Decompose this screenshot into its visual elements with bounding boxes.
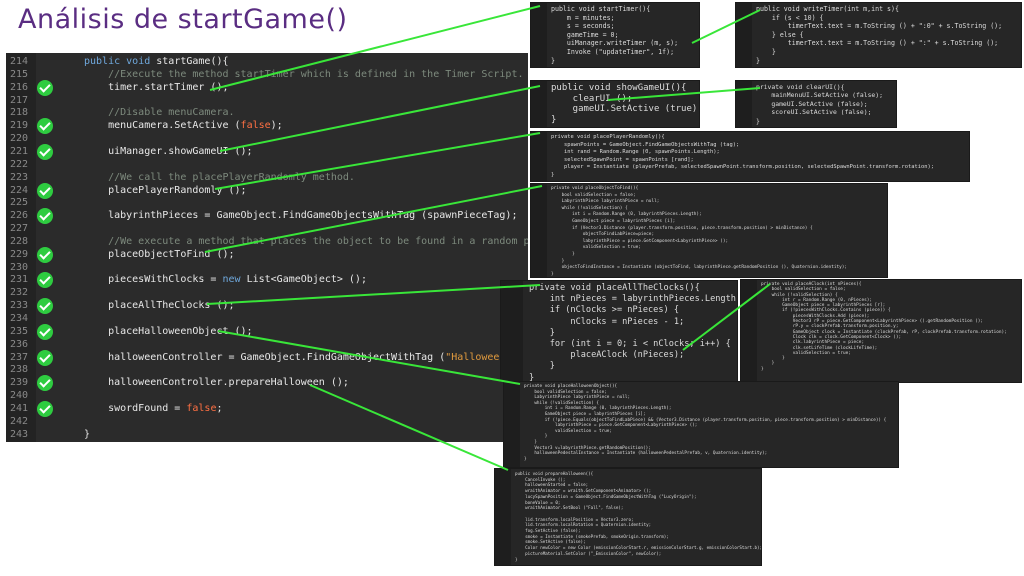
line-number: 242 (10, 415, 29, 427)
check-icon (37, 400, 53, 417)
line-number: 225 (10, 197, 29, 209)
code-line: halloweenController = GameObject.FindGam… (84, 351, 528, 363)
snippet-code: public void writeTimer(int m,int s){ if … (756, 5, 1003, 65)
line-number-gutter (6, 53, 36, 442)
code-line: //Execute the method startTimer which is… (84, 68, 524, 80)
snippet-code: private void placeAClock(int nPieces){ b… (761, 282, 1007, 372)
snippet-code: public void prepareHalloween(){ CancelIn… (515, 471, 762, 562)
line-number: 228 (10, 235, 29, 247)
line-number: 232 (10, 287, 29, 299)
line-number: 218 (10, 107, 29, 119)
check-icon (37, 272, 53, 289)
check-icon (37, 143, 53, 160)
check-icon (37, 118, 53, 135)
code-line: placeAllTheClocks (); (84, 300, 235, 312)
line-number: 243 (10, 428, 29, 440)
code-line: //We call the placePlayerRandomly method… (84, 171, 355, 183)
code-line: //We execute a method that places the ob… (108, 235, 528, 247)
snippet-code: private void placePlayerRandomly(){ spaw… (551, 134, 934, 178)
line-number: 219 (10, 120, 29, 132)
snippet-start-timer: public void startTimer(){ m = minutes; s… (530, 2, 700, 68)
line-number: 240 (10, 390, 29, 402)
line-number: 224 (10, 184, 29, 196)
line-number: 215 (10, 68, 29, 80)
check-icon (37, 323, 53, 340)
snippet-code: private void placeObjectToFind(){ bool v… (551, 186, 848, 277)
code-line: placePlayerRandomly (); (84, 184, 247, 196)
main-code-panel: 214 public void startGame(){ 215 //Execute… (6, 53, 528, 442)
snippet-show-game-ui: public void showGameUI(){ clearUI (); ga… (530, 80, 700, 128)
line-number: 221 (10, 145, 29, 157)
page-title: Análisis de startGame() (18, 4, 348, 35)
line-number: 217 (10, 94, 29, 106)
code-line: swordFound = false; (84, 402, 223, 414)
snippet-place-a-clock: private void placeAClock(int nPieces){ b… (740, 279, 1022, 383)
code-line: uiManager.showGameUI (); (84, 145, 253, 157)
line-number: 231 (10, 274, 29, 286)
snippet-write-timer: public void writeTimer(int m,int s){ if … (735, 2, 1022, 68)
check-icon (37, 182, 53, 199)
snippet-place-halloween-object: private void placeHalloweenObject(){ boo… (503, 381, 899, 468)
line-number: 230 (10, 261, 29, 273)
snippet-code: private void placeHalloweenObject(){ boo… (524, 384, 887, 462)
line-number: 223 (10, 171, 29, 183)
check-icon (37, 298, 53, 315)
snippet-code: public void startTimer(){ m = minutes; s… (551, 5, 679, 65)
line-number: 216 (10, 81, 29, 93)
code-line: menuCamera.SetActive (false); (84, 120, 283, 132)
snippet-prepare-halloween: public void prepareHalloween(){ CancelIn… (494, 468, 762, 566)
line-number: 233 (10, 300, 29, 312)
check-icon (37, 79, 53, 96)
snippet-code: private void clearUI(){ mainMenuUI.SetAc… (756, 83, 883, 125)
snippet-place-object-to-find: private void placeObjectToFind(){ bool v… (530, 183, 888, 278)
code-line: } (84, 428, 91, 440)
line-number: 235 (10, 325, 29, 337)
check-icon (37, 246, 53, 263)
snippet-code: public void showGameUI(){ clearUI (); ga… (551, 83, 700, 125)
line-number: 236 (10, 338, 29, 350)
code-line: placeObjectToFind (); (84, 248, 235, 260)
line-number: 220 (10, 133, 29, 145)
code-line: labyrinthPieces = GameObject.FindGameObj… (84, 210, 518, 222)
line-number: 234 (10, 313, 29, 324)
line-number: 222 (10, 158, 29, 170)
code-line: //Disable menuCamera. (84, 107, 235, 119)
line-number: 226 (10, 210, 29, 222)
line-number: 238 (10, 364, 29, 376)
line-number: 239 (10, 377, 29, 389)
line-number: 214 (10, 56, 29, 67)
code-line: timer.startTimer (); (84, 81, 229, 93)
code-line: placeHalloweenObject (); (84, 325, 253, 337)
line-number: 237 (10, 351, 29, 363)
snippet-clear-ui: private void clearUI(){ mainMenuUI.SetAc… (735, 80, 897, 128)
code-line: halloweenController.prepareHalloween (); (84, 377, 349, 389)
line-number: 241 (10, 402, 29, 414)
check-icon (37, 375, 53, 392)
snippet-place-player-randomly: private void placePlayerRandomly(){ spaw… (530, 131, 970, 182)
check-icon (37, 349, 53, 366)
code-line: piecesWithClocks = new List<GameObject> … (84, 274, 367, 286)
snippet-place-all-the-clocks: private void placeAllTheClocks(){ int nP… (500, 280, 738, 382)
line-number: 227 (10, 223, 29, 235)
check-icon (37, 208, 53, 225)
line-number: 229 (10, 248, 29, 260)
snippet-code: private void placeAllTheClocks(){ int nP… (529, 283, 738, 382)
code-line: public void startGame(){ (84, 56, 229, 67)
